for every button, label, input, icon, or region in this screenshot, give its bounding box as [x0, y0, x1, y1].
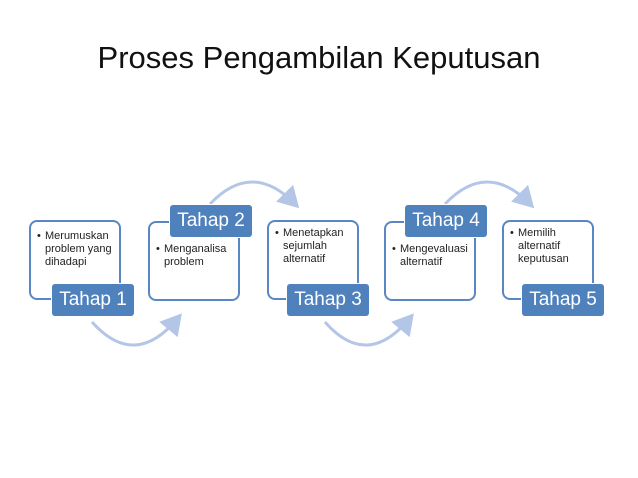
step-5-label: Tahap 5: [522, 284, 604, 316]
arrow-3-to-4: [323, 313, 414, 347]
step-3-label: Tahap 3: [287, 284, 369, 316]
step-3-text: •Menetapkan sejumlah alternatif: [275, 227, 344, 265]
arrow-2-to-3: [208, 180, 300, 209]
step-2-label: Tahap 2: [170, 205, 252, 237]
step-4-text: •Mengevaluasi alternatif: [392, 243, 468, 268]
step-1-text: •Merumuskan problem yang dihadapi: [37, 230, 112, 268]
step-4-label: Tahap 4: [405, 205, 487, 237]
arrow-4-to-5: [443, 180, 535, 209]
step-2-text: •Menganalisa problem: [156, 243, 227, 268]
slide-title: Proses Pengambilan Keputusan: [97, 40, 541, 75]
step-5-text: •Memilih alternatif keputusan: [510, 227, 569, 265]
step-1-label: Tahap 1: [52, 284, 134, 316]
arrow-1-to-2: [90, 313, 182, 347]
